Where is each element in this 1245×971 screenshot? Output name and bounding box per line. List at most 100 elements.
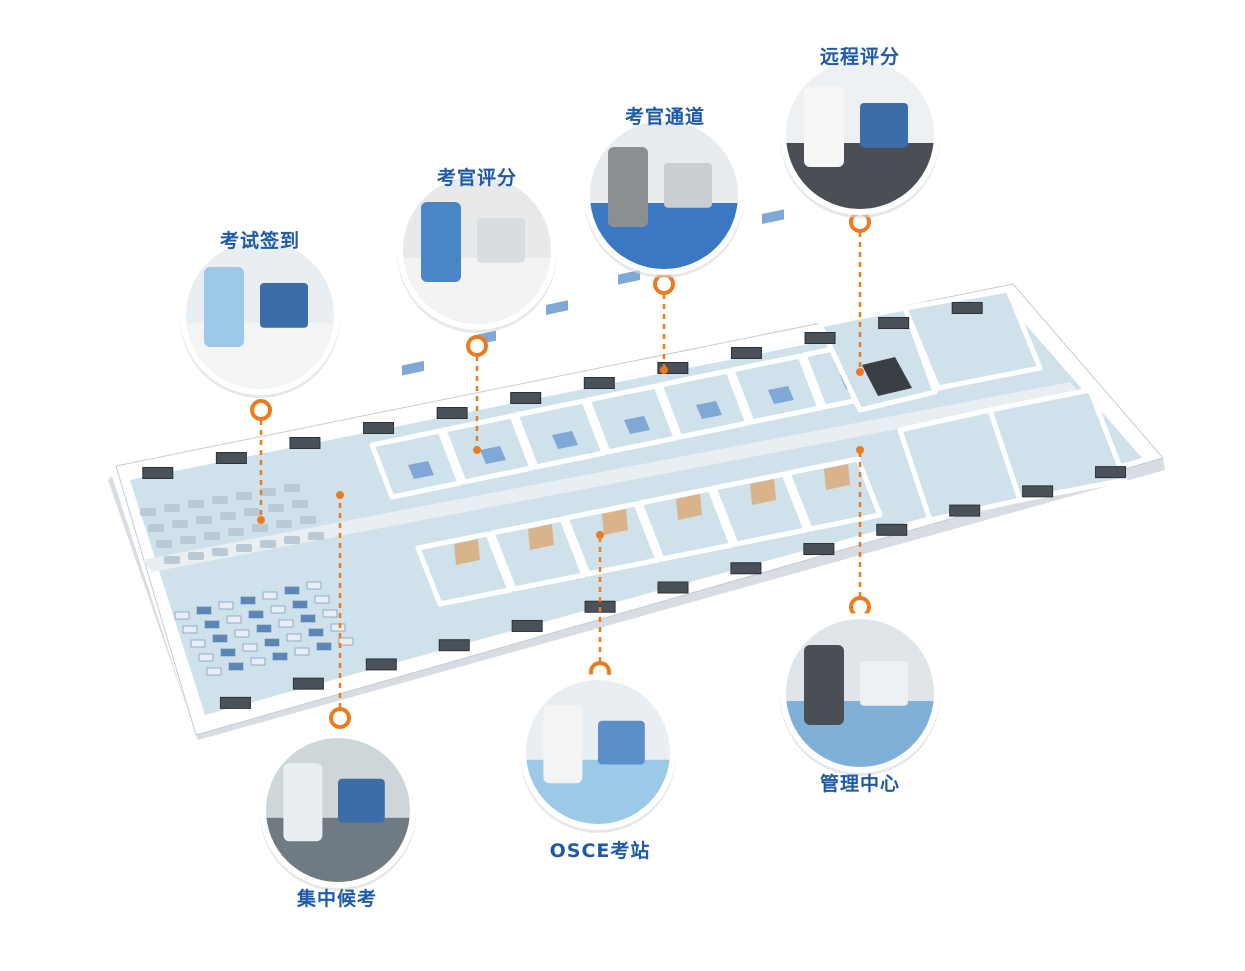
waiting-seat (212, 496, 228, 504)
exam-desk (338, 637, 354, 646)
window-back (657, 362, 689, 374)
waiting-seat (212, 548, 228, 556)
waiting-seat (252, 524, 268, 532)
exam-desk (292, 600, 308, 609)
waiting-seat (244, 508, 260, 516)
exam-desk (248, 610, 264, 619)
photo-figure (283, 763, 323, 842)
waiting-seat (236, 492, 252, 500)
photo-figure (804, 87, 844, 167)
waiting-seat (188, 552, 204, 560)
waiting-seat (148, 524, 164, 532)
exam-bed (552, 431, 578, 449)
exam-desk (240, 596, 256, 605)
cabinet (750, 479, 776, 505)
callout-examiner-corridor (584, 115, 744, 374)
window-back (804, 332, 836, 344)
exam-desk (218, 601, 234, 610)
window-front (876, 523, 908, 536)
photo-control-room (786, 619, 934, 767)
callout-exam-checkin (180, 235, 340, 524)
cabinet (676, 494, 702, 520)
exam-desk (270, 605, 286, 614)
exam-desk (250, 657, 266, 666)
exam-desk (314, 595, 330, 604)
exam-bed (546, 300, 568, 315)
window-back (878, 317, 910, 329)
waiting-seat (284, 484, 300, 492)
exam-bed (408, 461, 434, 479)
exam-bed (696, 401, 722, 419)
waiting-seat (260, 540, 276, 548)
waiting-seat (236, 544, 252, 552)
window-front (438, 639, 470, 652)
waiting-seat (164, 504, 180, 512)
label-waiting-hall: 集中候考 (296, 888, 378, 910)
connector-ring (250, 399, 272, 421)
exam-room-lower (415, 531, 513, 607)
photo-object (860, 103, 908, 148)
exam-desk (286, 633, 302, 642)
waiting-seat (220, 512, 236, 520)
waiting-seat (140, 508, 156, 516)
window-front (657, 581, 689, 594)
waiting-seat (180, 536, 196, 544)
exam-room-lower (563, 501, 661, 577)
callout-remote-scoring (780, 55, 940, 376)
waiting-seat (300, 516, 316, 524)
exam-desk (228, 662, 244, 671)
cabinet (602, 509, 628, 535)
waiting-seat (276, 520, 292, 528)
waiting-seat (292, 500, 308, 508)
waiting-seat (172, 520, 188, 528)
exam-bed (480, 446, 506, 464)
label-osce-station: OSCE考站 (549, 840, 651, 862)
waiting-seat (284, 536, 300, 544)
photo-figure (608, 147, 648, 227)
window-back (289, 437, 321, 449)
window-front (730, 562, 762, 575)
exam-bed (768, 386, 794, 404)
callout-waiting-hall (260, 491, 416, 891)
exam-room-lower (711, 471, 809, 547)
connector-ring (329, 707, 351, 729)
exam-desk (278, 619, 294, 628)
photo-object (598, 720, 645, 765)
label-exam-checkin: 考试签到 (219, 230, 301, 252)
label-examiner-corridor: 考官通道 (624, 106, 706, 128)
photo-figure (804, 645, 844, 725)
label-examiner-scoring: 考官评分 (436, 167, 518, 189)
exam-desk (294, 647, 310, 656)
window-back (142, 467, 174, 479)
exam-desk (234, 629, 250, 638)
exam-desk (272, 652, 288, 661)
exam-bed (402, 360, 424, 376)
anchor-dot (336, 491, 344, 499)
window-back (951, 302, 983, 314)
anchor-dot (596, 531, 604, 539)
exam-desk (198, 653, 214, 662)
window-front (949, 504, 981, 517)
waiting-seat (164, 556, 180, 564)
meeting-table (862, 357, 912, 396)
exam-room-lower (489, 516, 587, 592)
exam-desk (174, 611, 190, 620)
waiting-seat (308, 532, 324, 540)
exam-desk (226, 615, 242, 624)
label-control-center: 管理中心 (819, 773, 901, 795)
window-front (1095, 466, 1127, 479)
cabinet (824, 464, 850, 490)
callout-osce-station (520, 531, 676, 833)
callout-control-center (780, 446, 940, 776)
window-front (1022, 485, 1054, 498)
exam-room-lower (637, 486, 735, 562)
callout-examiner-scoring (397, 170, 557, 454)
exam-bed (624, 416, 650, 434)
exam-desk (306, 581, 322, 590)
exam-desk (322, 609, 338, 618)
window-front (511, 619, 543, 632)
window-back (730, 347, 762, 359)
photo-object (260, 283, 308, 328)
corridor (142, 382, 1080, 572)
